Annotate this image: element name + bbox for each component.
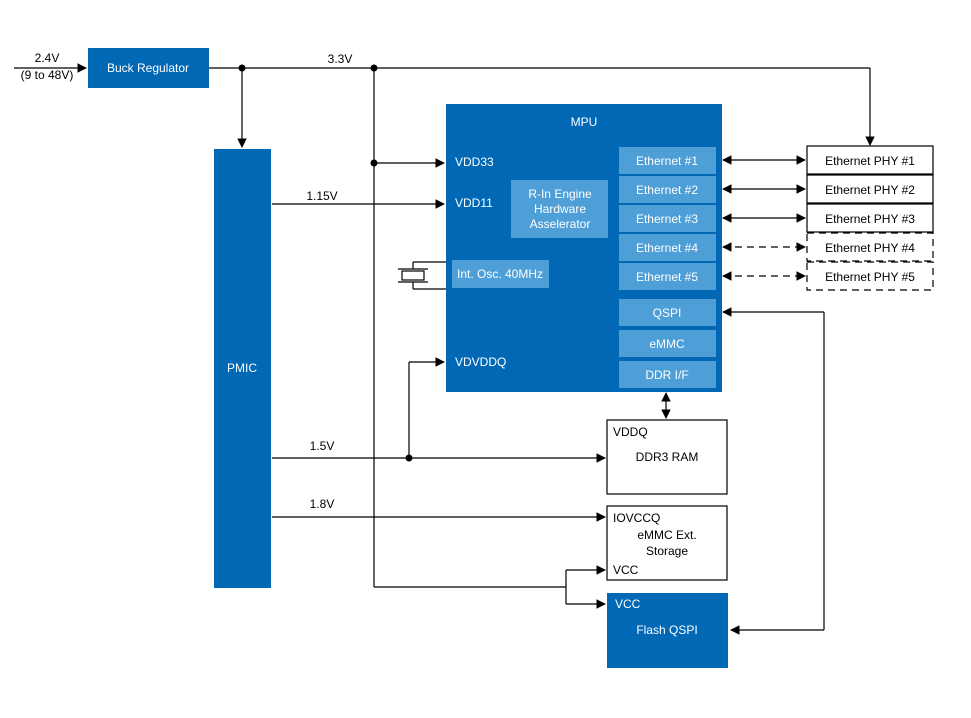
ethernet-3-label: Ethernet #3 [636, 212, 698, 226]
mpu-title: MPU [571, 115, 598, 129]
ethernet-5-label: Ethernet #5 [636, 270, 698, 284]
pmic-label: PMIC [227, 361, 257, 375]
rail-115-label: 1.15V [306, 189, 337, 203]
ethernet-2-port [619, 176, 716, 203]
vdd11-pin-label: VDD11 [455, 196, 493, 210]
emmc-label: eMMC [649, 337, 685, 351]
ethernet-2-label: Ethernet #2 [636, 183, 698, 197]
emmc-vcc-pin-label: VCC [613, 563, 639, 577]
rail-15-label: 1.5V [310, 439, 335, 453]
ethernet-phy-5-label: Ethernet PHY #5 [825, 270, 915, 284]
ethernet-phy-2-label: Ethernet PHY #2 [825, 183, 915, 197]
ethernet-4-port [619, 234, 716, 261]
qspi-label: QSPI [653, 306, 682, 320]
rail-33-label: 3.3V [328, 52, 353, 66]
rin-engine-label: R-In Engine [528, 187, 592, 201]
ethernet-phy-5-block [806, 261, 934, 291]
emmc-storage-label-1: eMMC Ext. [637, 528, 696, 542]
junction-dot [405, 454, 413, 462]
ethernet-phy-3-block [806, 203, 934, 233]
ethernet-1-label: Ethernet #1 [636, 154, 698, 168]
junction-dot [238, 64, 246, 72]
ethernet-1-port [619, 147, 716, 174]
input-voltage-label: 2.4V [35, 51, 60, 65]
emmc-port [619, 330, 716, 357]
ethernet-phy-2-block [806, 174, 934, 204]
rail-18-label: 1.8V [310, 497, 335, 511]
buck-regulator-block [88, 48, 209, 88]
ethernet-phy-3-label: Ethernet PHY #3 [825, 212, 915, 226]
buck-regulator-label: Buck Regulator [107, 61, 189, 75]
ddr-if-port [619, 361, 716, 388]
ddr-if-label: DDR I/F [645, 368, 688, 382]
ethernet-4-label: Ethernet #4 [636, 241, 698, 255]
flash-vcc-pin-label: VCC [615, 597, 641, 611]
crystal-icon [398, 261, 446, 290]
rin-hardware-label: Hardware [534, 202, 586, 216]
flash-qspi-block [607, 593, 728, 668]
input-range-label: (9 to 48V) [21, 68, 74, 82]
qspi-port [619, 299, 716, 326]
ethernet-phy-1-block [806, 145, 934, 175]
emmc-storage-label-2: Storage [646, 544, 688, 558]
ethernet-5-port [619, 263, 716, 290]
junction-dot [370, 64, 378, 72]
flash-qspi-label: Flash QSPI [636, 623, 697, 637]
ethernet-phy-4-block [806, 232, 934, 262]
ddr3-ram-block [606, 419, 728, 495]
rin-engine-block [511, 180, 608, 238]
pmic-block [214, 149, 271, 588]
junction-dot [370, 159, 378, 167]
emmc-iovccq-pin-label: IOVCCQ [613, 511, 660, 525]
ethernet-3-port [619, 205, 716, 232]
oscillator-block [452, 260, 549, 288]
ethernet-phy-4-label: Ethernet PHY #4 [825, 241, 915, 255]
ddr3-vddq-pin-label: VDDQ [613, 425, 648, 439]
ethernet-phy-1-label: Ethernet PHY #1 [825, 154, 915, 168]
wires [14, 63, 875, 635]
vdvddq-pin-label: VDVDDQ [455, 355, 506, 369]
vdd33-pin-label: VDD33 [455, 155, 494, 169]
oscillator-label: Int. Osc. 40MHz [457, 267, 543, 281]
rin-accelerator-label: Asselerator [530, 217, 591, 231]
ddr3-ram-label: DDR3 RAM [636, 450, 699, 464]
emmc-storage-block [606, 505, 728, 581]
